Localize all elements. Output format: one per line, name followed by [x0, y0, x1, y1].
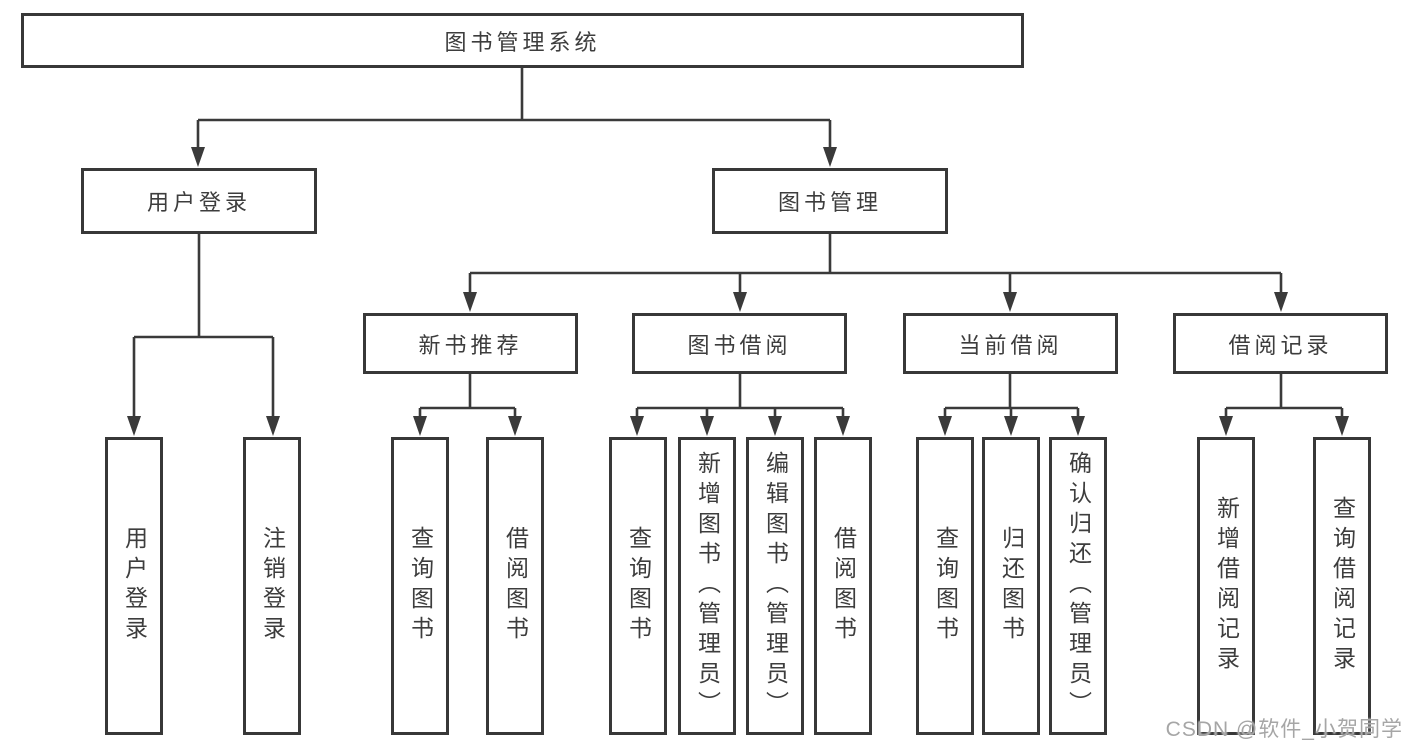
node-label: 查询图书 [625, 526, 652, 646]
node-label: 查询图书 [407, 526, 434, 646]
leaf-confirm-return-admin: 确认归还（管理员） [1049, 437, 1107, 735]
node-label: 注销登录 [259, 526, 286, 646]
node-label: 用户登录 [146, 190, 251, 215]
leaf-add-book-admin: 新增图书（管理员） [678, 437, 736, 735]
node-library-management-system: 图书管理系统 [21, 13, 1024, 68]
node-label: 查询图书 [932, 526, 959, 646]
leaf-query-borrow-record: 查询借阅记录 [1313, 437, 1371, 735]
node-label: 图书借阅 [687, 332, 792, 358]
leaf-logout: 注销登录 [243, 437, 301, 735]
node-label: 归还图书 [998, 526, 1025, 646]
node-label: 编辑图书（管理员） [762, 451, 789, 721]
node-new-book-recommendation: 新书推荐 [363, 313, 578, 374]
node-label: 新增借阅记录 [1213, 496, 1240, 676]
node-current-borrowing: 当前借阅 [903, 313, 1118, 374]
node-book-borrowing: 图书借阅 [632, 313, 847, 374]
leaf-edit-book-admin: 编辑图书（管理员） [746, 437, 804, 735]
node-label: 图书管理系统 [444, 29, 601, 55]
node-user-login-module: 用户登录 [81, 168, 317, 234]
leaf-user-login: 用户登录 [105, 437, 163, 735]
node-label: 查询借阅记录 [1329, 496, 1356, 676]
node-label: 借阅记录 [1228, 332, 1333, 358]
node-label: 确认归还（管理员） [1065, 451, 1092, 721]
node-label: 当前借阅 [958, 332, 1063, 358]
connector-path [132, 68, 1344, 430]
node-book-management-module: 图书管理 [712, 168, 948, 234]
node-label: 新增图书（管理员） [694, 451, 721, 721]
leaf-query-books-recommend: 查询图书 [391, 437, 449, 735]
csdn-watermark: CSDN @软件_小贺同学 [1165, 718, 1403, 741]
leaf-return-books: 归还图书 [982, 437, 1040, 735]
node-label: 借阅图书 [830, 526, 857, 646]
node-label: 新书推荐 [418, 332, 523, 358]
node-label: 借阅图书 [502, 526, 529, 646]
leaf-borrow-books-borrowing: 借阅图书 [814, 437, 872, 735]
leaf-add-borrow-record: 新增借阅记录 [1197, 437, 1255, 735]
leaf-query-books-current: 查询图书 [916, 437, 974, 735]
node-label: 用户登录 [121, 526, 148, 646]
leaf-query-books-borrowing: 查询图书 [609, 437, 667, 735]
node-borrowing-records: 借阅记录 [1173, 313, 1388, 374]
leaf-borrow-books-recommend: 借阅图书 [486, 437, 544, 735]
node-label: 图书管理 [777, 190, 882, 215]
